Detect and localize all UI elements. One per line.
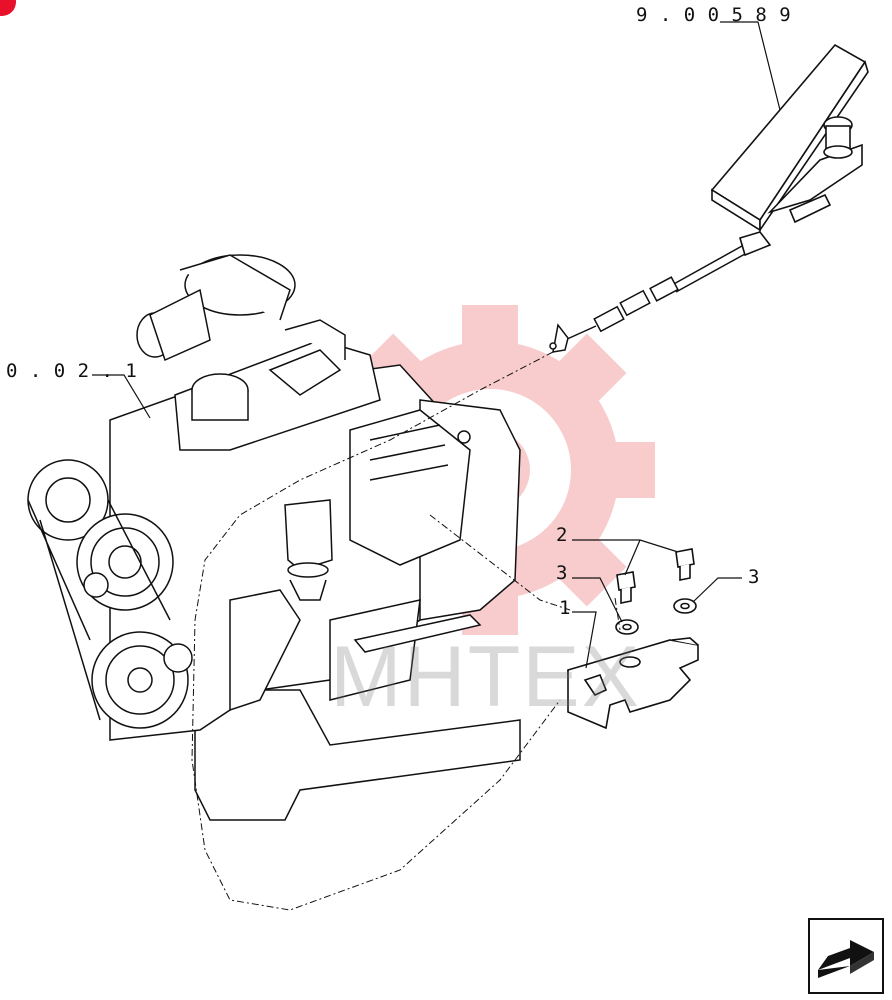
engine-assembly bbox=[27, 254, 521, 821]
callout-item-3-right: 3 bbox=[748, 566, 760, 588]
next-page-button[interactable] bbox=[808, 918, 884, 994]
callout-item-3-left: 3 bbox=[556, 562, 568, 584]
pedal-bracket-kit bbox=[567, 548, 699, 730]
watermark-text: MHTEX bbox=[330, 629, 641, 725]
callout-reference-top: 9 . 0 0 5 8 9 bbox=[636, 4, 792, 26]
callout-reference-left: 0 . 0 2 . 1 bbox=[6, 360, 138, 382]
callout-item-1: 1 bbox=[559, 597, 571, 619]
throttle-cable bbox=[549, 245, 746, 353]
accelerator-pedal bbox=[710, 43, 869, 257]
callout-item-2: 2 bbox=[556, 524, 568, 546]
leader-lines bbox=[92, 21, 781, 669]
next-page-arrow-icon bbox=[818, 940, 874, 978]
